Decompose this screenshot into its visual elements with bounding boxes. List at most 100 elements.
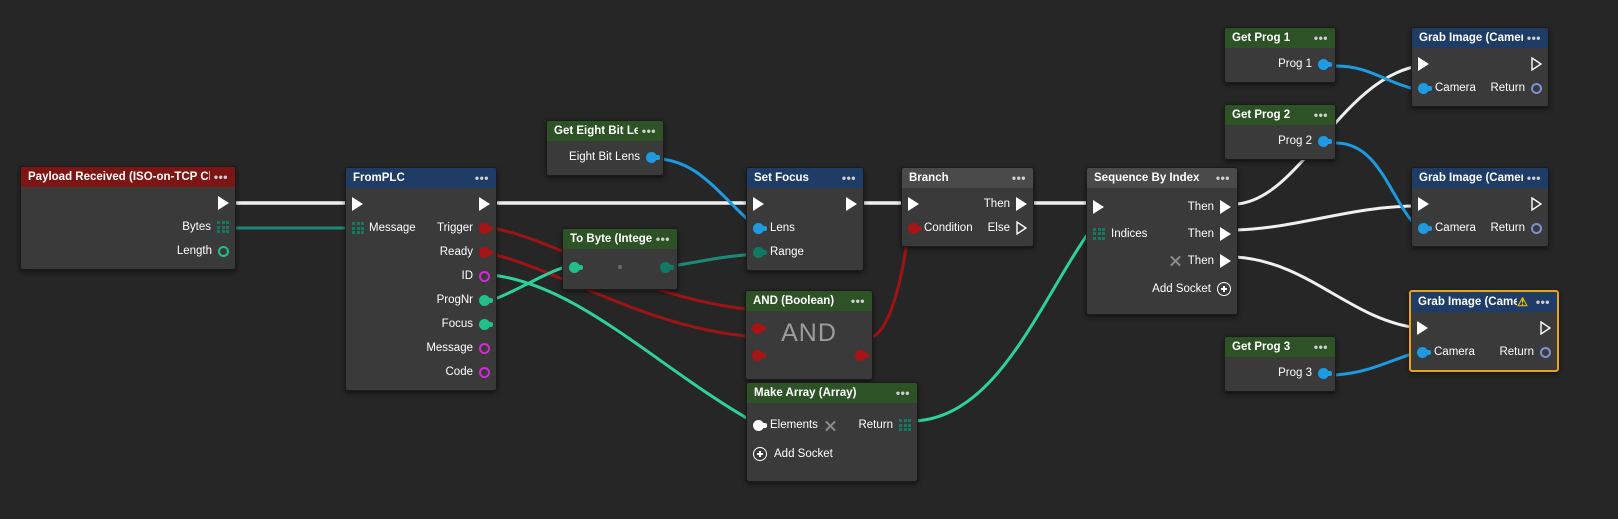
blue-port-icon[interactable] [753,222,767,234]
exec-in-triangle-icon[interactable] [753,197,764,211]
node-menu-icon[interactable]: ••• [1215,171,1230,185]
grid-port-icon[interactable] [899,419,911,431]
green-port-icon[interactable] [479,294,493,306]
port-row-prognr[interactable]: ProgNr [346,288,496,312]
node-menu-icon[interactable]: ••• [1011,171,1026,185]
blue-port-icon[interactable] [1417,346,1431,358]
port-row-and-b[interactable] [746,342,872,369]
grid-port-icon[interactable] [217,221,229,233]
port-row-then-3[interactable]: Then [1087,247,1237,274]
port-row-eight-bit-lens[interactable]: Eight Bit Lens [547,145,663,169]
node-menu-icon[interactable]: ••• [1526,171,1541,185]
node-menu-icon[interactable]: ••• [213,170,228,184]
node-header-fromplc[interactable]: FromPLC ••• [346,168,496,188]
port-row-and-a[interactable] [746,315,872,342]
port-row-camera-return[interactable]: Camera Return [1412,216,1548,240]
node-header-grab-image-1[interactable]: Grab Image (Camera) ••• [1412,28,1548,48]
port-row-prog-3[interactable]: Prog 3 [1225,361,1335,385]
blue-port-icon[interactable] [1418,82,1432,94]
node-header-to-byte-integer[interactable]: To Byte (Integer) ••• [563,229,677,249]
node-grab-image-3[interactable]: Grab Image (Camera) ⚠ ••• Camera Return [1409,290,1559,372]
red-port-icon[interactable] [752,350,766,361]
exec-in-triangle-icon[interactable] [1093,199,1104,214]
node-get-prog-3[interactable]: Get Prog 3 ••• Prog 3 [1224,336,1336,392]
node-header-grab-image-2[interactable]: Grab Image (Camera) ••• [1412,168,1548,188]
node-header-make-array[interactable]: Make Array (Array) ••• [747,383,917,403]
node-grab-image-1[interactable]: Grab Image (Camera) ••• Camera Return [1411,27,1549,107]
node-header-get-prog-2[interactable]: Get Prog 2 ••• [1225,105,1335,125]
node-header-grab-image-3[interactable]: Grab Image (Camera) ⚠ ••• [1411,292,1557,312]
add-socket-row[interactable]: Add Socket [1087,274,1237,304]
plus-circle-icon[interactable] [1217,282,1231,296]
node-grab-image-2[interactable]: Grab Image (Camera) ••• Camera Return [1411,167,1549,247]
exec-in-triangle-icon[interactable] [1418,57,1429,71]
node-menu-icon[interactable]: ••• [850,294,865,308]
blue-port-icon[interactable] [1318,367,1332,379]
port-row-exec[interactable] [1412,192,1548,216]
port-row-message-trigger[interactable]: Message Trigger [346,216,496,240]
port-row-prog-2[interactable]: Prog 2 [1225,129,1335,153]
green-port-icon[interactable] [569,261,583,273]
exec-out-triangle-icon[interactable] [846,197,857,211]
node-to-byte-integer[interactable]: To Byte (Integer) ••• [562,228,678,290]
ring-magenta-port-icon[interactable] [479,342,490,354]
white-port-icon[interactable] [753,419,767,431]
port-row-ready[interactable]: Ready [346,240,496,264]
blue-port-icon[interactable] [646,151,660,163]
port-row-condition-else[interactable]: Condition Else [902,216,1033,240]
node-menu-icon[interactable]: ••• [641,124,656,138]
blue-port-icon[interactable] [1318,135,1332,147]
node-set-focus[interactable]: Set Focus ••• Lens Range [746,167,864,271]
port-row-code[interactable]: Code [346,360,496,384]
exec-out-triangle-icon[interactable] [1220,253,1231,268]
remove-socket-x-icon[interactable] [1169,254,1182,267]
port-row-length[interactable]: Length [21,239,235,263]
green-port-icon[interactable] [479,318,493,330]
port-row-exec-then-1[interactable]: Then [1087,193,1237,220]
ring-blue-port-icon[interactable] [1540,346,1551,358]
node-header-get-prog-3[interactable]: Get Prog 3 ••• [1225,337,1335,357]
red-port-icon[interactable] [479,246,493,258]
exec-in-triangle-icon[interactable] [1417,321,1428,335]
port-row-message-out[interactable]: Message [346,336,496,360]
node-header-sequence-by-index[interactable]: Sequence By Index ••• [1087,168,1237,188]
exec-in-triangle-icon[interactable] [352,197,363,211]
port-row-focus[interactable]: Focus [346,312,496,336]
port-row-exec[interactable] [747,192,863,216]
red-port-icon[interactable] [479,222,493,234]
red-port-icon[interactable] [908,222,922,234]
node-make-array[interactable]: Make Array (Array) ••• Elements Return A… [746,382,918,482]
node-menu-icon[interactable]: ••• [655,232,670,246]
red-port-icon-out[interactable] [855,350,869,361]
port-row-lens[interactable]: Lens [747,216,863,240]
node-menu-icon[interactable]: ••• [895,386,910,400]
dark-green-port-icon[interactable] [660,261,674,273]
ring-blue-port-icon[interactable] [1531,222,1542,234]
ring-blue-port-icon[interactable] [1531,82,1542,94]
grid-port-icon[interactable] [1093,227,1105,240]
add-socket-row[interactable]: Add Socket [747,439,917,469]
port-row-tobyte[interactable] [563,255,677,279]
blue-port-icon[interactable] [1318,58,1332,70]
port-row-exec-then[interactable]: Then [902,192,1033,216]
exec-out-triangle-icon[interactable] [1220,199,1231,214]
plus-circle-icon[interactable] [753,447,767,461]
node-header-and-boolean[interactable]: AND (Boolean) ••• [746,291,872,311]
port-row-camera-return[interactable]: Camera Return [1411,340,1557,364]
exec-out-triangle-icon[interactable] [218,196,229,210]
port-row-elements-return[interactable]: Elements Return [747,411,917,439]
port-row-id[interactable]: ID [346,264,496,288]
port-row-bytes[interactable]: Bytes [21,215,235,239]
port-row-indices-then-2[interactable]: Indices Then [1087,220,1237,247]
node-get-prog-1[interactable]: Get Prog 1 ••• Prog 1 [1224,27,1336,83]
node-header-branch[interactable]: Branch ••• [902,168,1033,188]
port-row-exec[interactable] [1412,52,1548,76]
node-menu-icon[interactable]: ••• [474,171,489,185]
exec-out-outline-icon[interactable] [1016,221,1027,235]
exec-out-triangle-icon[interactable] [1220,226,1231,241]
exec-in-triangle-icon[interactable] [1418,197,1429,211]
port-row-camera-return[interactable]: Camera Return [1412,76,1548,100]
node-fromplc[interactable]: FromPLC ••• Message Trigger Ready [345,167,497,391]
node-sequence-by-index[interactable]: Sequence By Index ••• Then Indices Then [1086,167,1238,315]
